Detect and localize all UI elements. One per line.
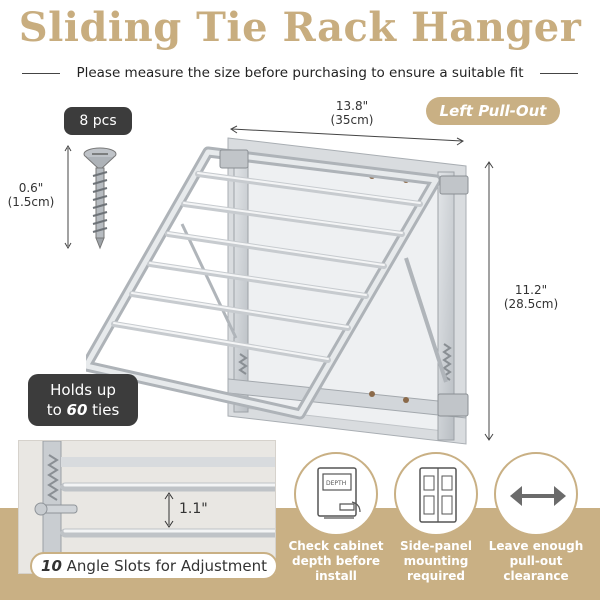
capacity-number: 60: [66, 401, 88, 419]
screw-dimension: 0.6" (1.5cm): [6, 181, 56, 209]
side-panel-icon: [419, 467, 457, 523]
feature-check-depth-label: Check cabinet depth before install: [288, 539, 384, 584]
page-title: Sliding Tie Rack Hanger: [18, 4, 582, 51]
feature-check-depth: DEPTH Check cabinet depth before install: [288, 452, 384, 584]
screw-count-badge: 8 pcs: [64, 107, 132, 135]
left-pull-out-badge: Left Pull-Out: [426, 97, 560, 125]
subtitle: Please measure the size before purchasin…: [76, 65, 524, 81]
width-arrow: [230, 125, 464, 146]
feature-clearance-line1: Leave enough: [488, 539, 584, 553]
capacity-line2: to 60 ties: [28, 400, 138, 420]
capacity-badge: Holds up to 60 ties: [28, 374, 138, 426]
capacity-prefix: to: [46, 401, 67, 419]
cabinet-depth-icon: DEPTH: [317, 467, 361, 519]
angle-slots-badge: 10 Angle Slots for Adjustment: [30, 552, 278, 580]
capacity-suffix: ties: [87, 401, 120, 419]
cabinet-depth-label: DEPTH: [326, 480, 346, 487]
height-cm: (28.5cm): [503, 297, 559, 311]
capacity-line1: Holds up: [50, 381, 116, 399]
feature-check-depth-line1: Check cabinet: [288, 539, 384, 553]
feature-side-panel: Side-panel mounting required: [388, 452, 484, 584]
feature-clearance: Leave enough pull-out clearance: [488, 452, 584, 584]
tie-rack-image: [86, 137, 469, 445]
feature-side-panel-line3: required: [407, 569, 465, 583]
subtitle-divider-right: [540, 73, 578, 74]
screw-length-cm: (1.5cm): [7, 195, 55, 209]
height-in: 11.2": [514, 283, 548, 297]
feature-check-depth-line2: depth before: [291, 554, 381, 568]
rod-spacing: 1.1": [179, 501, 208, 517]
angle-slots-number: 10: [41, 557, 62, 575]
height-dimension: 11.2" (28.5cm): [500, 283, 562, 311]
width-in: 13.8": [335, 99, 369, 113]
subtitle-row: Please measure the size before purchasin…: [0, 62, 600, 84]
feature-clearance-line3: clearance: [503, 569, 569, 583]
angle-slots-text: Angle Slots for Adjustment: [61, 557, 267, 575]
feature-side-panel-label: Side-panel mounting required: [388, 539, 484, 584]
screw-image: [64, 145, 117, 250]
closeup-inset: 1.1": [18, 440, 276, 574]
feature-clearance-circle: [494, 452, 578, 536]
feature-check-depth-circle: DEPTH: [294, 452, 378, 536]
height-arrow: [484, 161, 494, 441]
width-dimension: 13.8" (35cm): [322, 99, 382, 127]
feature-side-panel-circle: [394, 452, 478, 536]
feature-clearance-line2: pull-out: [509, 554, 563, 568]
double-arrow-icon: [510, 486, 566, 506]
feature-clearance-label: Leave enough pull-out clearance: [488, 539, 584, 584]
closeup-image: [19, 441, 275, 573]
width-cm: (35cm): [330, 113, 374, 127]
subtitle-divider-left: [22, 73, 60, 74]
screw-length-in: 0.6": [18, 181, 44, 195]
feature-side-panel-line1: Side-panel: [400, 539, 472, 553]
feature-check-depth-line3: install: [315, 569, 357, 583]
feature-side-panel-line2: mounting: [403, 554, 469, 568]
